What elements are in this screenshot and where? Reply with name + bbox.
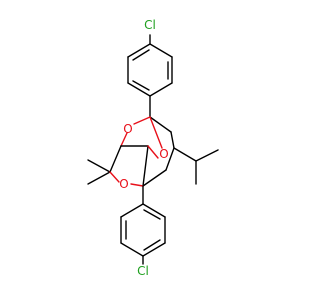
bottom-chlorophenyl-ring	[120, 203, 166, 257]
top-chlorophenyl-ring	[127, 43, 173, 97]
structure-canvas: Cl O O O Cl	[87, 18, 219, 278]
molecule-diagram: Cl O O O Cl	[87, 18, 219, 278]
chlorine-atom-bottom: Cl	[137, 264, 149, 278]
oxygen-atom-upper-left: O	[123, 122, 132, 136]
oxygen-atom-lower: O	[119, 177, 128, 191]
chlorine-atom-top: Cl	[144, 18, 156, 32]
bicyclic-core	[87, 116, 219, 187]
oxygen-atom-upper-right: O	[159, 147, 168, 161]
